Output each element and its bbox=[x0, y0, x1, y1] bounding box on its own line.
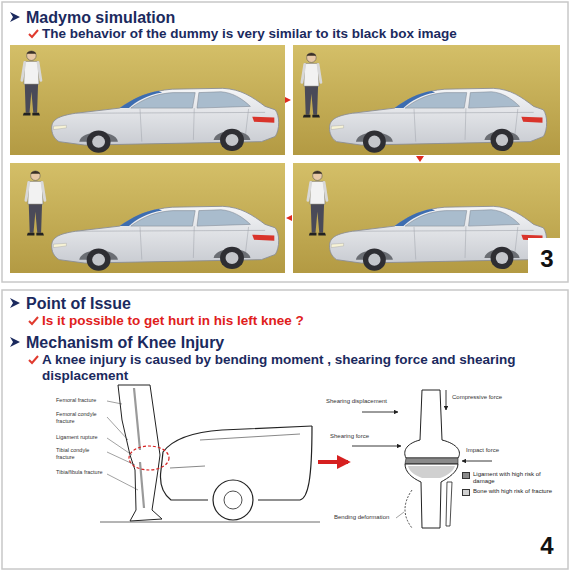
injury-label: Femoral condyle fracture bbox=[56, 411, 104, 424]
legend-entry: Ligament with high risk of damage bbox=[462, 471, 558, 485]
force-label: Shearing displacement bbox=[326, 398, 406, 405]
issue-question: Is it possible to get hurt in his left k… bbox=[42, 313, 562, 329]
slide-point: A knee injury is caused by bending momen… bbox=[42, 352, 532, 384]
slide-heading: Point of Issue bbox=[26, 294, 546, 313]
injury-label: Ligament rupture bbox=[56, 434, 104, 441]
force-label: Bending deformation bbox=[334, 514, 398, 521]
injury-label: Tibia/fibula fracture bbox=[56, 469, 104, 476]
slide-heading: Mechanism of Knee Injury bbox=[26, 333, 546, 352]
legend-swatch bbox=[462, 472, 470, 479]
force-label: Impact force bbox=[466, 447, 536, 454]
page-number: 4 bbox=[540, 532, 553, 560]
force-label: Compressive force bbox=[452, 394, 542, 401]
legend-swatch bbox=[462, 489, 470, 496]
legend-text: Ligament with high risk of damage bbox=[473, 471, 558, 485]
page-number: 3 bbox=[540, 245, 553, 273]
force-label: Shearing force bbox=[330, 433, 400, 440]
legend-entry: Bone with high risk of fracture bbox=[462, 488, 558, 496]
slide-point: The behavior of the dummy is very simila… bbox=[42, 26, 562, 42]
page-number-box: 4 bbox=[528, 525, 566, 567]
page-number-box: 3 bbox=[528, 238, 566, 280]
knee-legend: Ligament with high risk of damageBone wi… bbox=[462, 471, 558, 499]
injury-label: Femoral fracture bbox=[56, 397, 104, 404]
slide-heading: Madymo simulation bbox=[26, 8, 546, 27]
injury-label: Tibial condyle fracture bbox=[56, 447, 104, 460]
legend-text: Bone with high risk of fracture bbox=[473, 488, 552, 495]
